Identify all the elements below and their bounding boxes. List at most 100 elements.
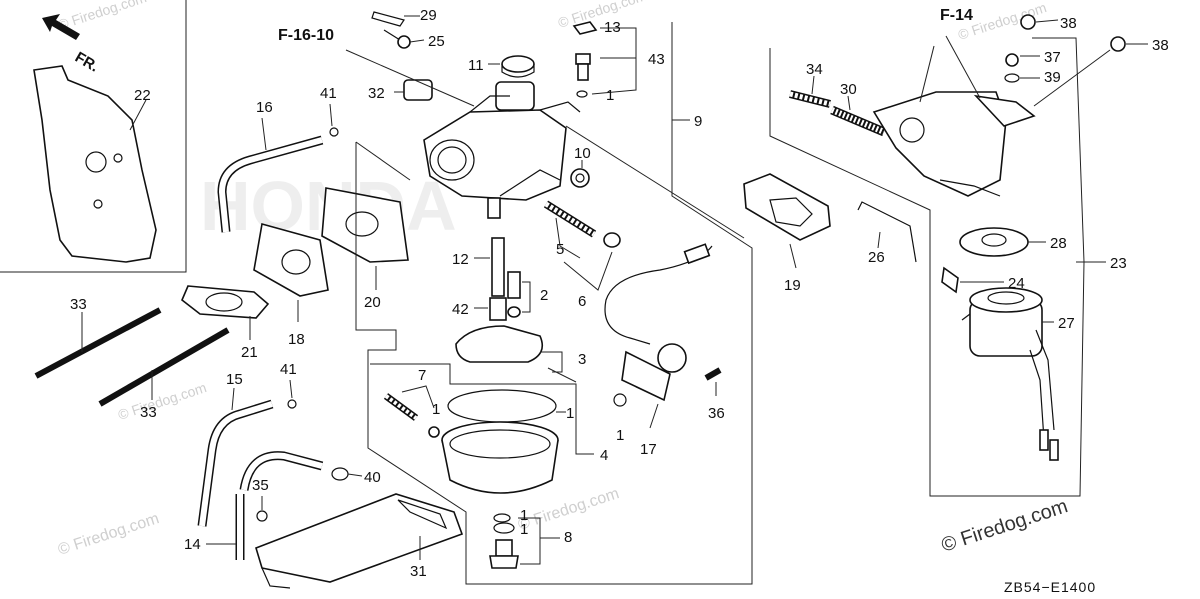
part-7-pilot-screw [383, 385, 440, 438]
label-7: 7 [418, 367, 426, 384]
label-26: 26 [868, 249, 885, 266]
label-1-b: 1 [432, 401, 440, 418]
part-3-float [455, 325, 577, 383]
part-31-drain-tray [255, 493, 464, 589]
part-4-float-chamber [370, 363, 594, 494]
part-1-gasket-ring [447, 389, 566, 423]
firedog-watermark: © Firedog.com [939, 495, 1071, 557]
part-33-studs [34, 307, 230, 407]
part-32-fitting [394, 79, 433, 101]
label-39: 39 [1044, 69, 1061, 86]
part-35-bolt [256, 510, 268, 522]
label-3: 3 [578, 351, 586, 368]
part-30-spring [830, 95, 886, 137]
part-27-stepper-motor [961, 287, 1059, 461]
carburetor-assembly-box [355, 22, 753, 585]
leader-38-lower [1033, 49, 1111, 107]
label-40: 40 [364, 469, 381, 486]
label-11: 11 [468, 57, 484, 74]
label-1-a: 1 [606, 87, 614, 104]
label-43: 43 [648, 51, 665, 68]
part-16-fuel-tube [217, 117, 324, 233]
label-33-b: 33 [140, 404, 157, 421]
leader-41-upper [329, 103, 333, 127]
part-6-cap [563, 232, 621, 291]
label-18: 18 [288, 331, 305, 348]
part-34-bolt [789, 75, 831, 108]
watermark-small-2: © Firedog.com [556, 0, 648, 31]
part-40-clip [331, 467, 349, 481]
label-24: 24 [1008, 275, 1025, 292]
label-41-b: 41 [280, 361, 297, 378]
part-38-nut-upper [1020, 14, 1059, 30]
label-1-e: 1 [520, 521, 528, 538]
label-10: 10 [574, 145, 591, 162]
part-26-governor-rod [857, 201, 917, 263]
label-25: 25 [428, 33, 445, 50]
label-27: 27 [1058, 315, 1075, 332]
label-20: 20 [364, 294, 381, 311]
part-5-screw [543, 200, 597, 259]
watermark-small-5: © Firedog.com [516, 485, 621, 534]
label-1-f: 1 [616, 427, 624, 444]
label-36: 36 [708, 405, 725, 422]
part-20-insulator [321, 187, 409, 290]
part-37-nut [1005, 53, 1040, 67]
part-12-needle-jet [474, 237, 505, 297]
label-6: 6 [578, 293, 586, 310]
air-cleaner-box-border [0, 0, 187, 273]
part-28-insulator-disc [959, 227, 1046, 257]
part-8-drain-bolt [489, 513, 560, 569]
label-38-a: 38 [1060, 15, 1077, 32]
leader-41-lower [289, 379, 293, 399]
part-29-spring-clip [371, 11, 420, 27]
label-22: 22 [134, 87, 151, 104]
part-21-insulator-gasket [181, 285, 270, 340]
leader-f16 [345, 49, 475, 107]
carburetor-body [423, 81, 581, 219]
leader-box-left [355, 141, 411, 181]
label-12: 12 [452, 251, 469, 268]
diagram-code: ZB54−E1400 [1004, 579, 1096, 595]
part-1-washer-solenoid [613, 393, 627, 407]
label-8: 8 [564, 529, 572, 546]
label-16: 16 [256, 99, 273, 116]
label-13: 13 [604, 19, 621, 36]
watermark-small-1: © Firedog.com [56, 0, 148, 33]
label-9: 9 [694, 113, 702, 130]
label-32: 32 [368, 85, 385, 102]
governor-assembly-box [769, 37, 1085, 497]
governor-bracket [872, 35, 1036, 197]
part-14-fuel-tube [206, 451, 324, 560]
reference-f14: F-14 [940, 7, 973, 24]
label-21: 21 [241, 344, 258, 361]
label-19: 19 [784, 277, 801, 294]
label-4: 4 [600, 447, 608, 464]
label-30: 30 [840, 81, 857, 98]
label-38-b: 38 [1152, 37, 1169, 54]
label-33-a: 33 [70, 296, 87, 313]
part-19-gasket [743, 173, 831, 269]
part-41-clip-lower [287, 399, 297, 409]
reference-f16-10: F-16-10 [278, 27, 334, 44]
part-number-labels: 22 33 33 21 18 20 16 41 41 15 14 35 40 3… [70, 7, 1169, 580]
label-42: 42 [452, 301, 469, 318]
label-15: 15 [226, 371, 243, 388]
arrow-up-left-icon [42, 14, 80, 40]
label-23: 23 [1110, 255, 1127, 272]
label-29: 29 [420, 7, 437, 24]
label-37: 37 [1044, 49, 1061, 66]
label-34: 34 [806, 61, 823, 78]
part-36-screw [704, 367, 722, 396]
watermark-small-4: © Firedog.com [56, 510, 161, 559]
part-15-fuel-tube [197, 387, 274, 527]
part-22-air-cleaner-gasket [33, 65, 157, 263]
label-28: 28 [1050, 235, 1067, 252]
label-41-a: 41 [320, 85, 337, 102]
label-2: 2 [540, 287, 548, 304]
part-13-43-screws [572, 21, 637, 98]
leader-40 [347, 473, 363, 477]
part-39-washer [1004, 73, 1040, 83]
part-24-screw [941, 266, 1004, 294]
